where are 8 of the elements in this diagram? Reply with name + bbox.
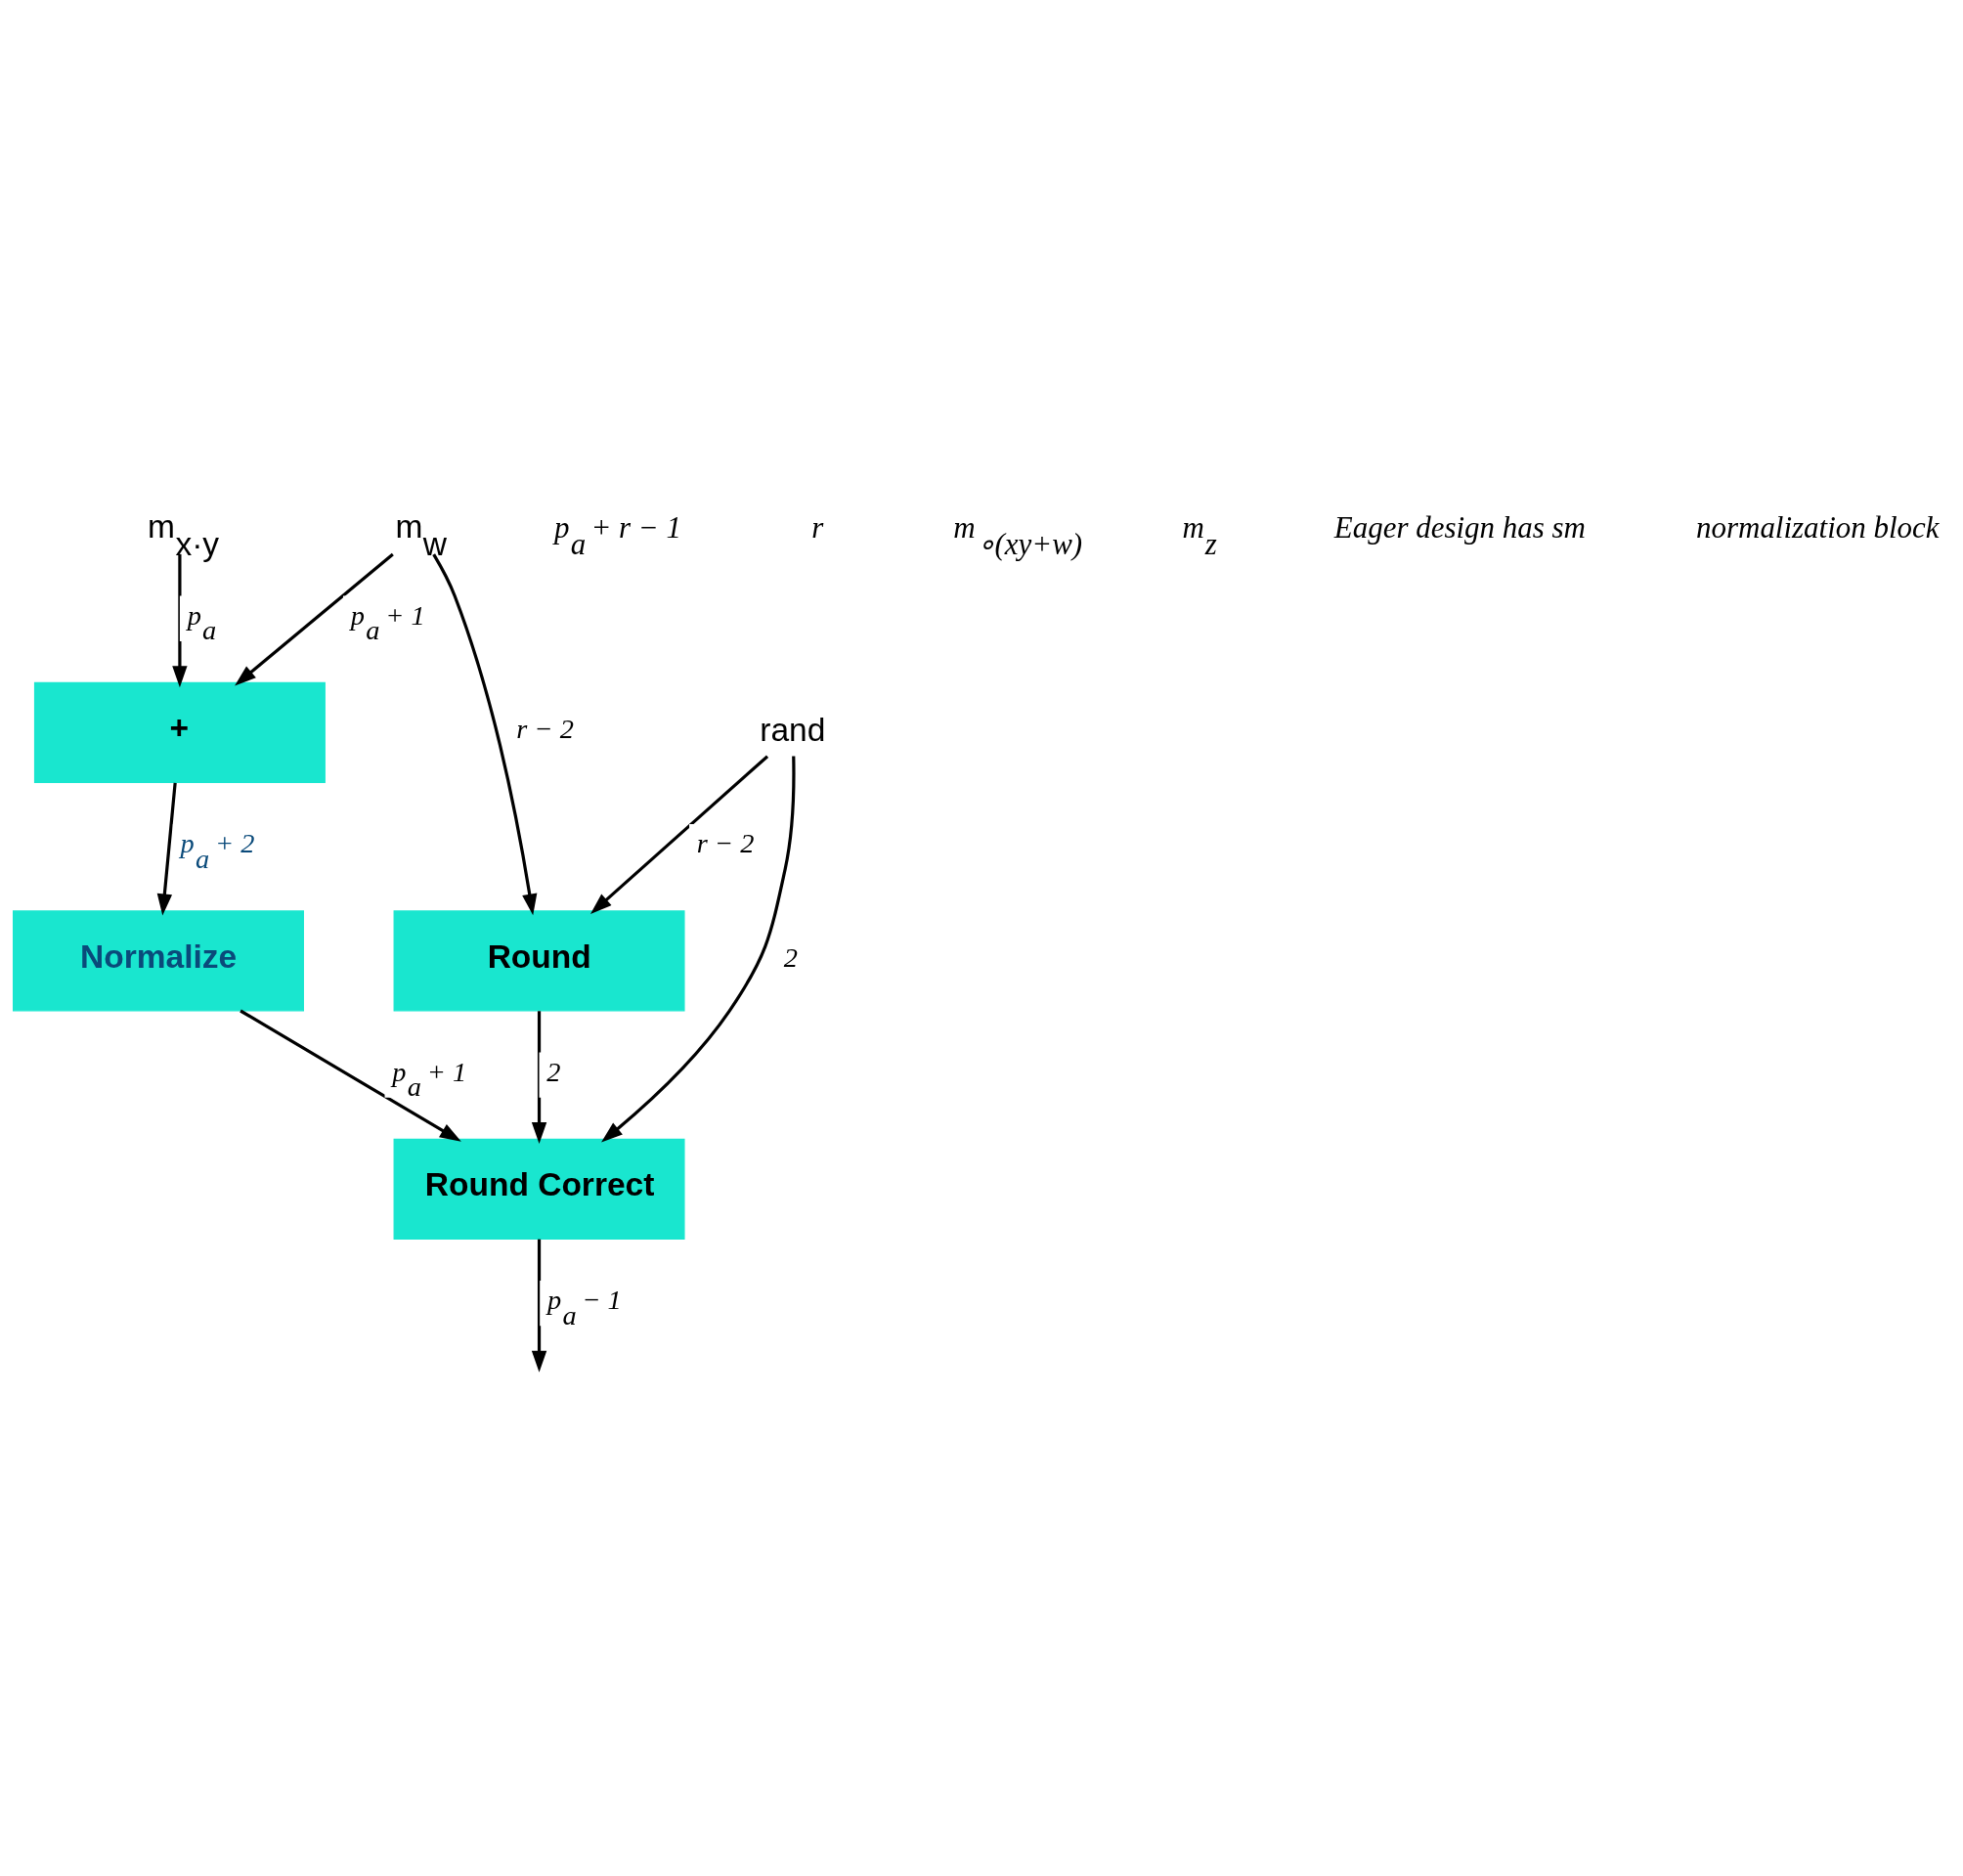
label: normalization block bbox=[1696, 509, 1940, 545]
edge-label: 2 bbox=[546, 1056, 561, 1087]
edge-label: 2 bbox=[783, 941, 798, 973]
label: r bbox=[811, 509, 824, 545]
edge-label: r − 2 bbox=[516, 714, 574, 745]
label: Eager design has sm bbox=[1333, 509, 1586, 545]
edge-label: r − 2 bbox=[696, 828, 755, 859]
node-text: rand bbox=[760, 711, 826, 748]
